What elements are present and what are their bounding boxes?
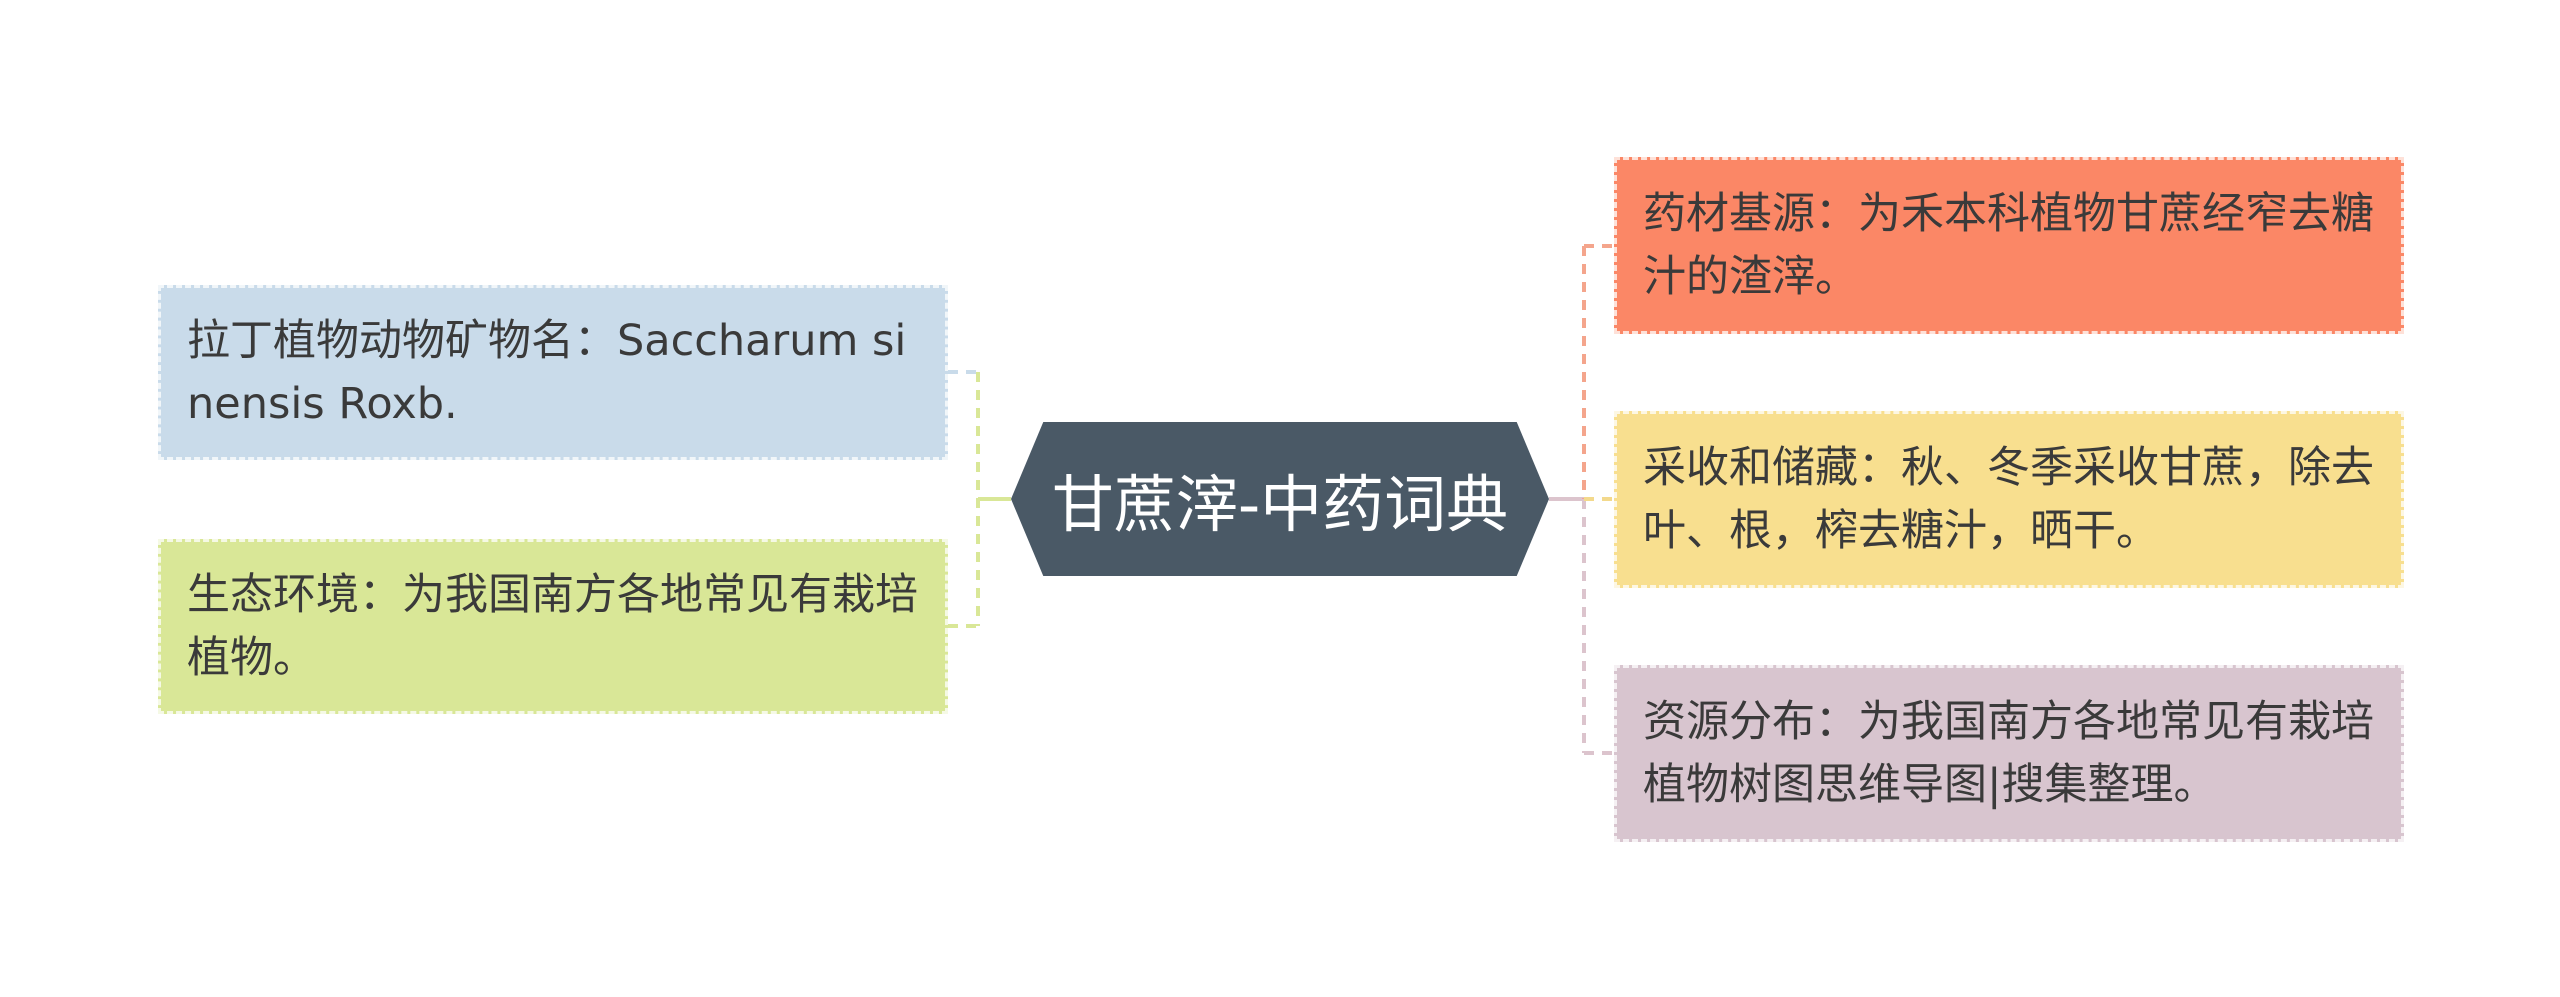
node-latin-name[interactable]: 拉丁植物动物矿物名：Saccharum sinensis Roxb. — [158, 285, 948, 460]
node-habitat-text: 生态环境：为我国南方各地常见有栽培植物。 — [187, 569, 918, 683]
node-harvest-storage[interactable]: 采收和储藏：秋、冬季采收甘蔗，除去叶、根，榨去糖汁，晒干。 — [1614, 411, 2404, 588]
center-topic-title: 甘蔗滓-中药词典 — [1051, 468, 1509, 541]
node-habitat[interactable]: 生态环境：为我国南方各地常见有栽培植物。 — [158, 539, 948, 714]
node-latin-name-text: 拉丁植物动物矿物名：Saccharum sinensis Roxb. — [187, 315, 907, 429]
node-resource-distribution-text: 资源分布：为我国南方各地常见有栽培植物树图思维导图|搜集整理。 — [1643, 696, 2374, 810]
center-topic-node[interactable]: 甘蔗滓-中药词典 — [1011, 422, 1549, 576]
node-harvest-storage-text: 采收和储藏：秋、冬季采收甘蔗，除去叶、根，榨去糖汁，晒干。 — [1643, 442, 2374, 556]
node-resource-distribution[interactable]: 资源分布：为我国南方各地常见有栽培植物树图思维导图|搜集整理。 — [1614, 665, 2404, 842]
node-medicinal-source-text: 药材基源：为禾本科植物甘蔗经窄去糖汁的渣滓。 — [1643, 188, 2374, 302]
node-medicinal-source[interactable]: 药材基源：为禾本科植物甘蔗经窄去糖汁的渣滓。 — [1614, 157, 2404, 334]
